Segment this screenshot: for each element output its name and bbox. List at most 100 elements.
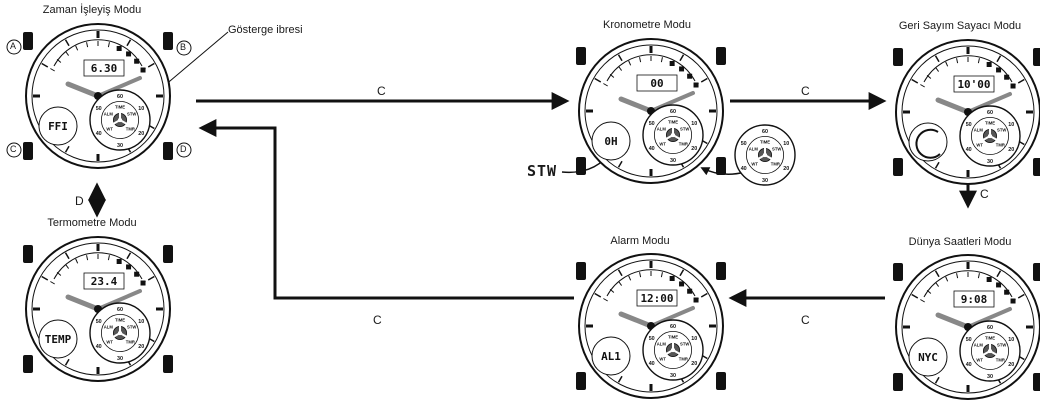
- digital-readout: 9:08: [961, 293, 988, 306]
- subdial-mode-label: TMR: [679, 357, 688, 362]
- subdial-mode-label: ALM: [657, 341, 667, 346]
- subdial-number: 10: [138, 106, 144, 112]
- digital-readout: 00: [650, 77, 663, 90]
- subdial-number: 30: [117, 143, 123, 149]
- subdial-number: 50: [96, 319, 102, 325]
- watch-pusher: [1033, 158, 1040, 176]
- watch-pusher: [716, 372, 726, 390]
- mode-subdisplay: TEMP: [45, 333, 72, 346]
- watch-pusher: [23, 355, 33, 373]
- subdial-mode-label: STW: [772, 146, 781, 151]
- mode-subdisplay: AL1: [601, 350, 621, 363]
- subdial-number: 40: [966, 362, 972, 368]
- subdial-number: 30: [670, 373, 676, 379]
- subdial-mode-label: ALM: [657, 126, 667, 131]
- watch-pusher: [23, 245, 33, 263]
- subdial-number: 30: [987, 374, 993, 380]
- subdial-mode-label: STW: [680, 126, 689, 131]
- subdial-number: 60: [117, 94, 123, 100]
- watch-pusher: [716, 262, 726, 280]
- subdial-mode-label: TIME: [115, 105, 125, 110]
- subdial-mode-label: ALM: [104, 111, 114, 116]
- digital-readout: 6.30: [91, 62, 118, 75]
- subdial-mode-label: WT: [106, 127, 113, 132]
- title-timekeeping-mode: Zaman İşleyiş Modu: [42, 4, 142, 16]
- subdial-mode-label: ALM: [104, 324, 114, 329]
- watch-pusher: [1033, 263, 1040, 281]
- subdial-number: 10: [138, 319, 144, 325]
- title-stopwatch-mode: Kronometre Modu: [602, 19, 692, 31]
- label-stopwatch-to-countdown: C: [801, 84, 810, 98]
- title-alarm-mode: Alarm Modu: [610, 235, 670, 247]
- watch-pusher: [576, 157, 586, 175]
- watch-pusher: [23, 32, 33, 50]
- subdial-mode-label: WT: [751, 162, 758, 167]
- subdial-mode-label: TIME: [985, 121, 995, 126]
- button-c-label: C: [10, 144, 17, 154]
- subdial-number: 10: [691, 336, 697, 342]
- subdial-number: 20: [138, 344, 144, 350]
- watch-pusher: [576, 262, 586, 280]
- subdial-mode-label: TMR: [996, 358, 1005, 363]
- button-d-label: D: [180, 144, 187, 154]
- subdial-number: 10: [1008, 337, 1014, 343]
- indicator-hand-label: Gösterge ibresi: [228, 24, 303, 36]
- mode-subdisplay: 0H: [604, 135, 617, 148]
- subdial-mode-label: TMR: [996, 143, 1005, 148]
- label-time-to-stopwatch: C: [377, 84, 386, 98]
- watch-pusher: [163, 355, 173, 373]
- watch-pusher: [576, 47, 586, 65]
- subdial-mode-label: TMR: [126, 127, 135, 132]
- title-countdown-mode: Geri Sayım Sayacı Modu: [898, 20, 1022, 32]
- title-thermometer-mode: Termometre Modu: [47, 217, 137, 229]
- subdial-number: 30: [987, 159, 993, 165]
- subdial-number: 10: [783, 141, 789, 147]
- subdial-number: 10: [691, 121, 697, 127]
- subdial-mode-label: WT: [106, 340, 113, 345]
- subdial-mode-label: TIME: [985, 336, 995, 341]
- subdial-number: 20: [1008, 147, 1014, 153]
- watch-pusher: [163, 32, 173, 50]
- button-a-label: A: [10, 41, 17, 51]
- title-worldtime-mode: Dünya Saatleri Modu: [908, 236, 1012, 248]
- subdial-number: 50: [649, 121, 655, 127]
- subdial-number: 60: [117, 307, 123, 313]
- label-time-thermo: D: [75, 194, 84, 208]
- subdial-number: 30: [762, 178, 768, 184]
- subdial-number: 40: [649, 361, 655, 367]
- label-alarm-to-timekeeping: C: [373, 313, 382, 327]
- subdial-mode-label: TIME: [668, 335, 678, 340]
- subdial-number: 30: [670, 158, 676, 164]
- subdial-mode-label: TIME: [115, 318, 125, 323]
- subdial-number: 20: [783, 166, 789, 172]
- watch-pusher: [716, 157, 726, 175]
- watch-pusher: [576, 372, 586, 390]
- subdial-number: 50: [649, 336, 655, 342]
- subdial-number: 50: [96, 106, 102, 112]
- subdial-number: 40: [741, 166, 747, 172]
- watch-pusher: [893, 48, 903, 66]
- watch-pusher: [716, 47, 726, 65]
- subdial-number: 30: [117, 356, 123, 362]
- subdial-number: 60: [670, 109, 676, 115]
- subdial-number: 20: [1008, 362, 1014, 368]
- subdial-number: 50: [966, 122, 972, 128]
- subdial-number: 20: [691, 146, 697, 152]
- subdial-number: 50: [741, 141, 747, 147]
- subdial-number: 10: [1008, 122, 1014, 128]
- subdial-number: 40: [96, 131, 102, 137]
- subdial-mode-label: WT: [659, 142, 666, 147]
- watch-pusher: [1033, 373, 1040, 391]
- mode-subdisplay: NYC: [918, 351, 938, 364]
- subdial-mode-label: ALM: [974, 127, 984, 132]
- subdial-mode-label: WT: [659, 357, 666, 362]
- label-countdown-to-worldtime: C: [980, 187, 989, 201]
